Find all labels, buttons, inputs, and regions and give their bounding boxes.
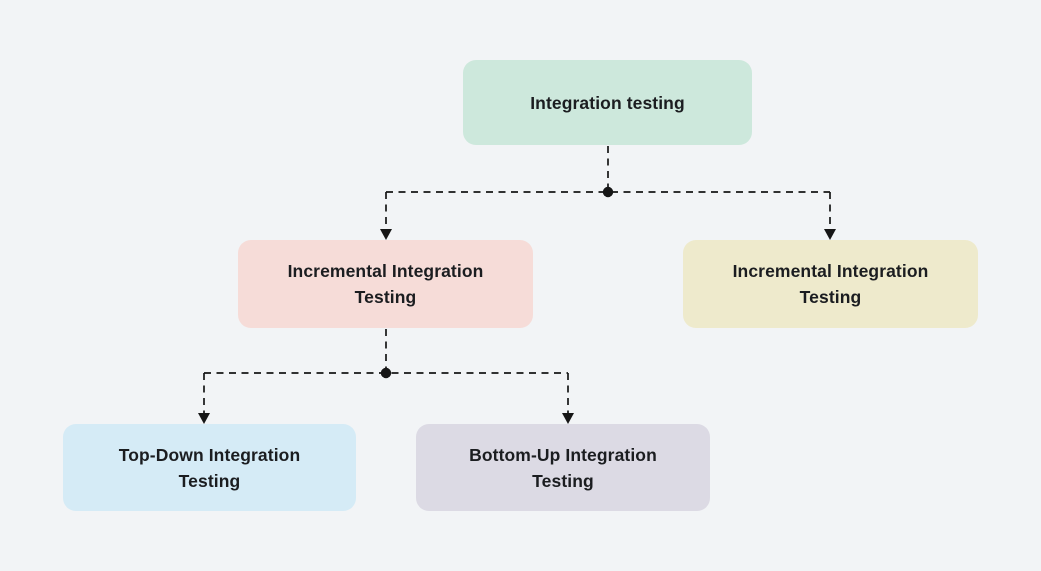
junction-dot-1 — [602, 186, 614, 198]
node-incremental-integration-testing-left: Incremental Integration Testing — [238, 240, 533, 328]
node-top-down-integration-testing: Top-Down Integration Testing — [63, 424, 356, 511]
node-bottom-up-integration-testing: Bottom-Up Integration Testing — [416, 424, 710, 511]
arrowhead-inc-right — [824, 229, 836, 240]
arrowhead-inc-left — [380, 229, 392, 240]
node-incremental-integration-testing-right: Incremental Integration Testing — [683, 240, 978, 328]
node-integration-testing: Integration testing — [463, 60, 752, 145]
arrowhead-bottom-up — [562, 413, 574, 424]
junction-dot-2 — [380, 367, 392, 379]
arrowhead-top-down — [198, 413, 210, 424]
